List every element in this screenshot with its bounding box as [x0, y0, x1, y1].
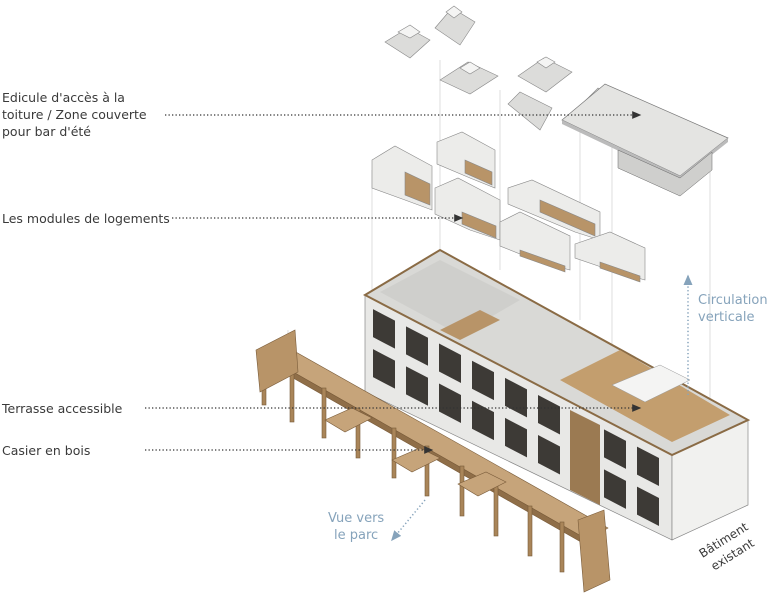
leader-lines — [145, 111, 642, 454]
label-edicule: Edicule d'accès à la toiture / Zone couv… — [2, 90, 147, 139]
label-vue-vers-le-parc: Vue vers le parc — [328, 511, 385, 543]
roof-edicules — [384, 5, 613, 131]
walkway-post — [289, 371, 295, 423]
window — [604, 469, 626, 509]
label-modules: Les modules de logements — [2, 211, 170, 226]
window — [604, 429, 626, 469]
window — [406, 366, 428, 406]
walkway-post — [391, 427, 397, 479]
window — [538, 395, 560, 435]
window — [505, 417, 527, 458]
window — [373, 349, 395, 389]
walkway-post — [321, 387, 327, 439]
label-casier: Casier en bois — [2, 443, 91, 458]
walkway-post — [355, 407, 361, 459]
walkway-post — [527, 505, 533, 557]
window — [538, 435, 560, 475]
window — [373, 309, 395, 349]
window — [637, 486, 659, 527]
window — [472, 400, 494, 441]
window — [439, 383, 461, 423]
existing-building — [362, 248, 751, 541]
window — [406, 326, 428, 366]
walkway-post — [459, 465, 465, 517]
walkway-post — [559, 521, 565, 573]
window — [439, 343, 461, 383]
label-terrasse: Terrasse accessible — [2, 401, 123, 416]
wooden-walkway — [255, 329, 611, 593]
housing-modules — [371, 131, 646, 283]
view-arrow — [391, 499, 426, 542]
window — [637, 446, 659, 487]
window — [505, 377, 527, 418]
summer-bar-pavilion — [561, 83, 729, 197]
walkway-post — [493, 485, 499, 537]
walkway-post — [424, 445, 430, 497]
label-circulation-verticale: Circulation verticale — [698, 293, 768, 325]
window — [472, 360, 494, 401]
